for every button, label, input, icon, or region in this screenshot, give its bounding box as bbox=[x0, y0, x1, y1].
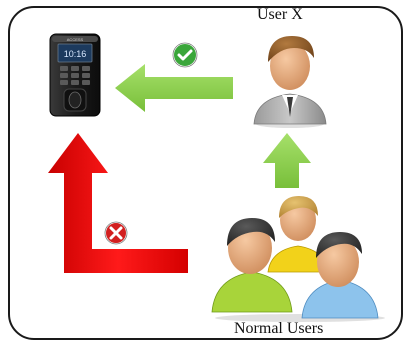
svg-text:10:16: 10:16 bbox=[64, 49, 87, 59]
verify-arrow bbox=[263, 133, 311, 188]
allow-arrow bbox=[115, 64, 233, 112]
cross-badge-icon bbox=[104, 221, 128, 245]
check-badge-icon bbox=[172, 42, 198, 68]
user-x-icon bbox=[253, 36, 327, 128]
normal-users-label: Normal Users bbox=[234, 320, 324, 337]
deny-arrow bbox=[48, 133, 188, 273]
normal-users-icon bbox=[211, 196, 385, 322]
user-x-label: User X bbox=[257, 6, 303, 23]
access-control-device-icon: ACCESS 10:16 bbox=[49, 33, 101, 117]
svg-text:ACCESS: ACCESS bbox=[67, 37, 84, 42]
